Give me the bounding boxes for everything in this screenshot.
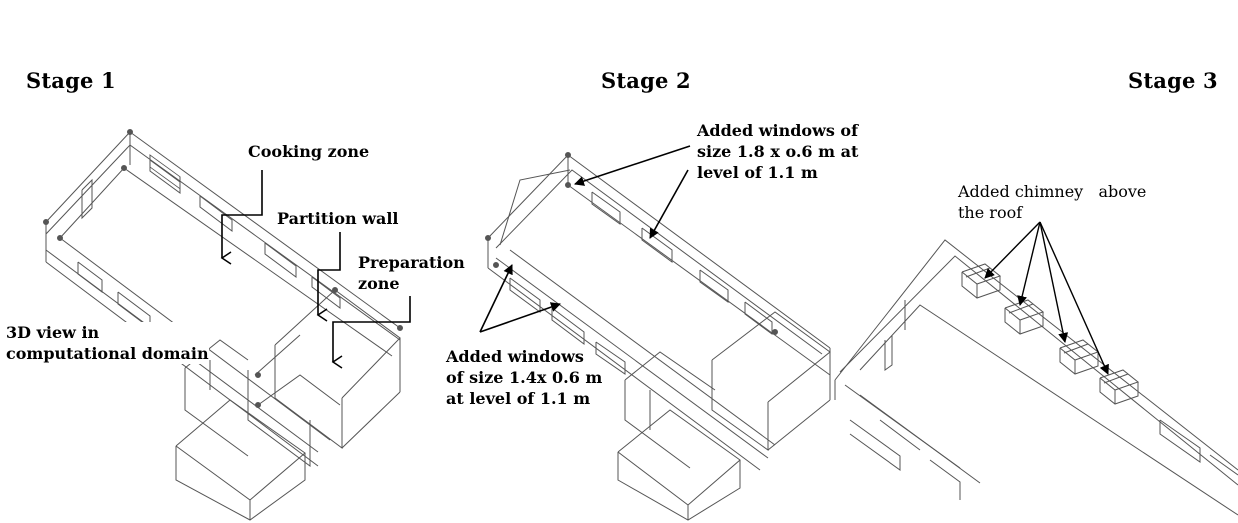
windows-top-line-2: size 1.8 x o.6 m at (697, 142, 859, 161)
windows-bottom-label: Added windows of size 1.4x 0.6 m at leve… (446, 346, 602, 409)
3d-view-line-1: 3D view in (6, 323, 100, 342)
windows-top-line-1: Added windows of (697, 121, 858, 140)
preparation-zone-label: Preparation zone (358, 252, 465, 294)
chimney-label: Added chimney above the roof (958, 181, 1146, 223)
partition-wall-text: Partition wall (277, 209, 399, 228)
stage1-title: Stage 1 (26, 68, 116, 93)
windows-bottom-line-1: Added windows (446, 347, 584, 366)
chimney-line-2: the roof (958, 203, 1023, 222)
chimney-box (1004, 299, 1045, 335)
stage1-pointer-arrows (220, 170, 411, 369)
stage3-pointer-arrows (984, 221, 1109, 375)
windows-bottom-line-2: of size 1.4x 0.6 m (446, 368, 603, 387)
partition-wall-label: Partition wall (277, 208, 399, 229)
preparation-zone-line-2: zone (358, 274, 400, 293)
preparation-zone-line-1: Preparation (358, 253, 465, 272)
cooking-zone-label: Cooking zone (248, 141, 369, 162)
3d-view-label: 3D view in computational domain (6, 322, 209, 364)
stage2-wireframe (485, 152, 831, 521)
3d-view-line-2: computational domain (6, 344, 209, 363)
cooking-zone-text: Cooking zone (248, 142, 370, 161)
stage3-title: Stage 3 (1128, 68, 1218, 93)
windows-top-label: Added windows of size 1.8 x o.6 m at lev… (697, 120, 858, 183)
stage3-wireframe (834, 239, 1238, 516)
windows-top-line-3: level of 1.1 m (697, 163, 818, 182)
chimney-box (1099, 369, 1140, 405)
windows-bottom-line-3: at level of 1.1 m (446, 389, 591, 408)
chimney-line-1: Added chimney above (958, 182, 1147, 201)
stage2-pointer-arrows (479, 145, 691, 333)
stage2-title: Stage 2 (601, 68, 691, 93)
